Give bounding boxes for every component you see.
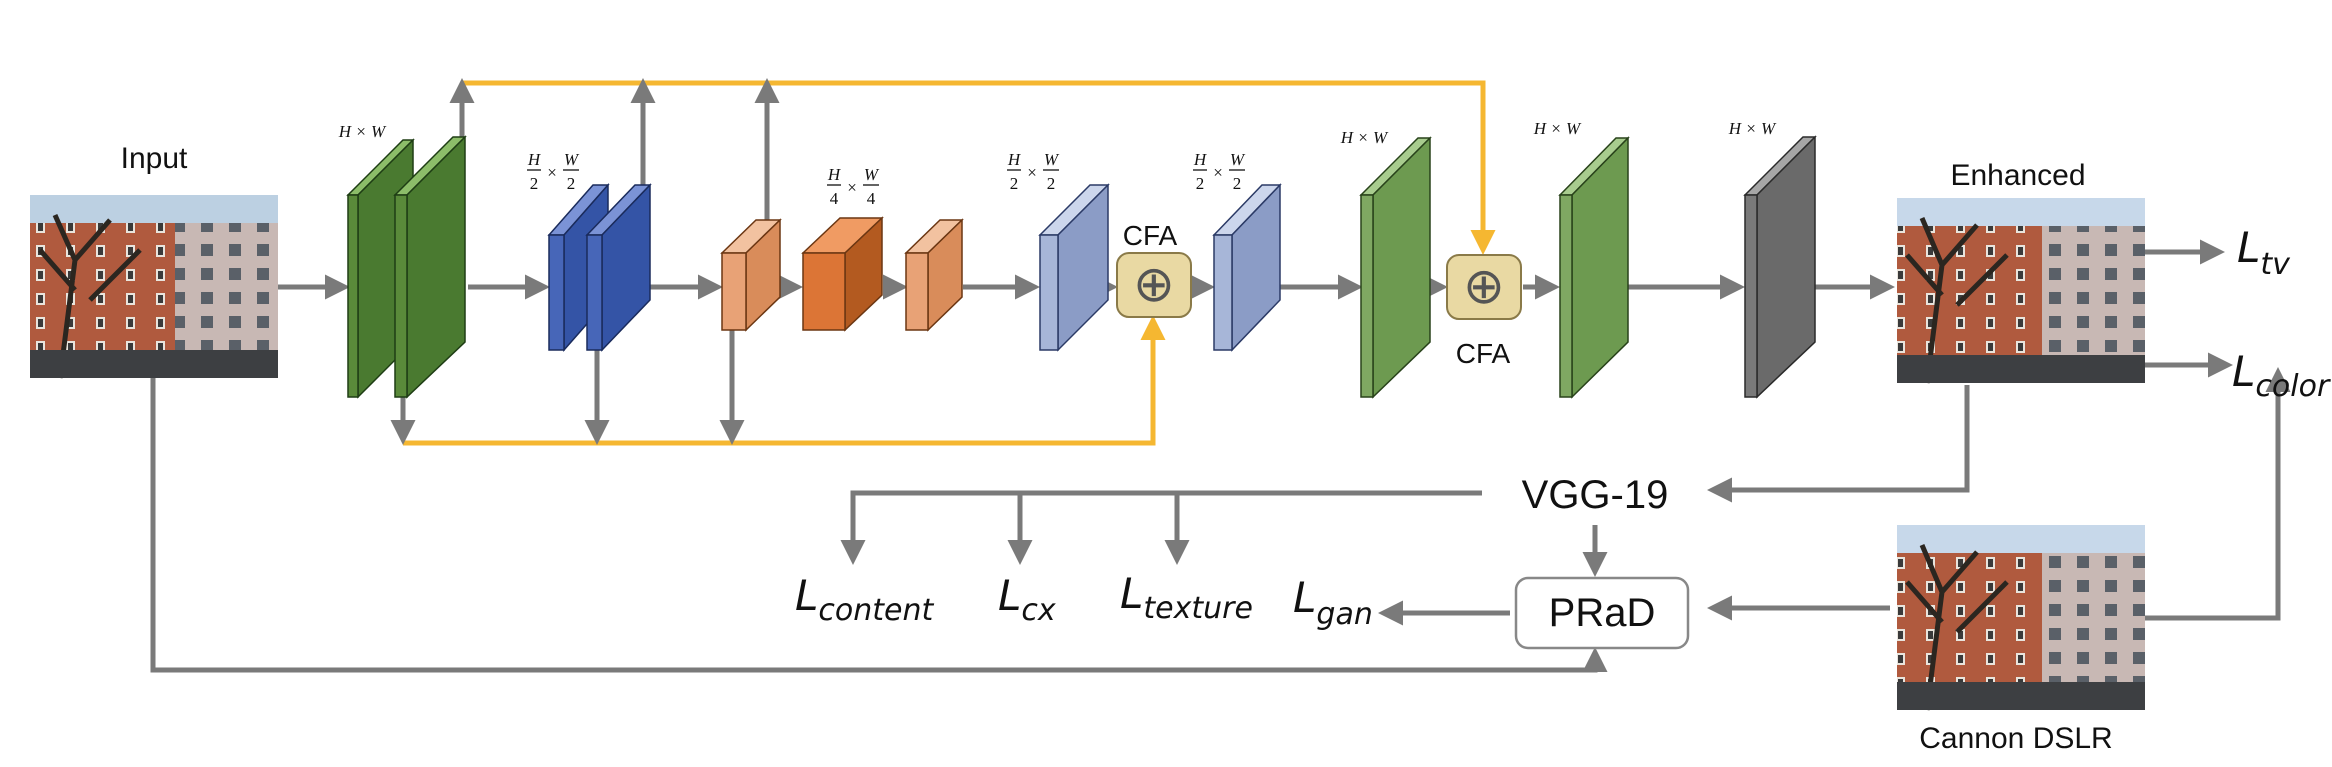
encoder-block-2 — [393, 135, 467, 399]
dim-label-encoder: H × W — [338, 122, 387, 141]
prad-label: PRaD — [1549, 591, 1656, 635]
svg-text:4: 4 — [830, 189, 839, 208]
svg-text:×: × — [1213, 163, 1223, 182]
half-block-2 — [585, 183, 652, 352]
loss-texture: Ltexture — [1120, 569, 1253, 626]
decoder-half-block-1 — [1038, 183, 1110, 352]
cfa-node-1: ⊕ — [1116, 252, 1192, 318]
decoder-half-block-2 — [1212, 183, 1282, 352]
dim-label-decoder-full-1: H × W — [1340, 128, 1389, 147]
output-block — [1743, 135, 1817, 399]
svg-text:2: 2 — [567, 174, 576, 193]
svg-text:2: 2 — [1010, 174, 1019, 193]
svg-text:2: 2 — [1233, 174, 1242, 193]
cfa-label-1: CFA — [1123, 220, 1178, 251]
svg-text:W: W — [564, 150, 580, 169]
quarter-block-2 — [801, 216, 884, 332]
dim-label-output: H × W — [1728, 119, 1777, 138]
svg-text:2: 2 — [1196, 174, 1205, 193]
svg-text:H: H — [527, 150, 542, 169]
cfa-node-2: ⊕ — [1446, 254, 1522, 320]
cfa-oplus-2: ⊕ — [1463, 257, 1505, 315]
enhanced-photo — [1897, 198, 2145, 384]
svg-text:W: W — [1044, 150, 1060, 169]
svg-text:2: 2 — [1047, 174, 1056, 193]
decoder-full-block-2 — [1558, 136, 1630, 399]
svg-text:H: H — [1007, 150, 1022, 169]
loss-tv: Ltv — [2237, 223, 2291, 282]
enhanced-label: Enhanced — [1950, 159, 2085, 192]
svg-text:H: H — [1193, 150, 1208, 169]
cfa-label-2: CFA — [1456, 338, 1511, 369]
loss-color: Lcolor — [2232, 347, 2331, 404]
loss-gan: Lgan — [1293, 573, 1373, 632]
dim-label-quarter: H 4 × W 4 — [827, 165, 880, 208]
dim-label-half-2: H 2 × W 2 — [1007, 150, 1060, 193]
prad-box: PRaD — [1514, 576, 1690, 650]
cfa-oplus-1: ⊕ — [1133, 255, 1175, 313]
loss-content: Lcontent — [795, 571, 935, 628]
dim-label-half-3: H 2 × W 2 — [1193, 150, 1246, 193]
flow-arrows — [150, 78, 2291, 673]
quarter-block-3 — [904, 218, 964, 332]
quarter-block-1 — [720, 218, 782, 332]
dim-label-decoder-full-2: H × W — [1533, 119, 1582, 138]
loss-cx: Lcx — [998, 571, 1056, 628]
input-label: Input — [121, 142, 188, 175]
svg-text:×: × — [547, 163, 557, 182]
dslr-photo — [1897, 525, 2145, 711]
dslr-label: Cannon DSLR — [1919, 722, 2112, 755]
vgg-label: VGG-19 — [1522, 473, 1669, 517]
skip-connections — [403, 80, 1496, 446]
svg-text:W: W — [864, 165, 880, 184]
svg-text:H: H — [827, 165, 842, 184]
svg-text:2: 2 — [530, 174, 539, 193]
input-photo — [30, 195, 278, 379]
svg-text:4: 4 — [867, 189, 876, 208]
svg-text:×: × — [847, 178, 857, 197]
svg-text:W: W — [1230, 150, 1246, 169]
dim-label-half-1: H 2 × W 2 — [527, 150, 580, 193]
svg-text:×: × — [1027, 163, 1037, 182]
decoder-full-block-1 — [1359, 136, 1432, 399]
